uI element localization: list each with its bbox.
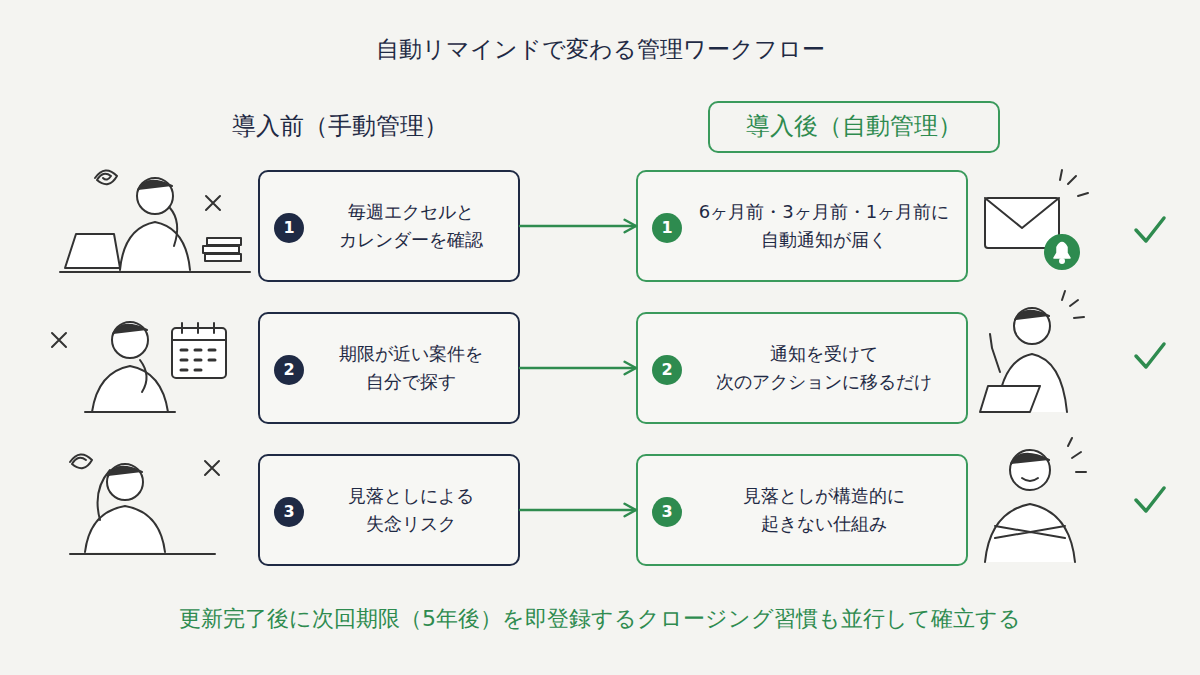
node-text: 2 xyxy=(661,358,672,383)
cross-mark xyxy=(205,461,219,475)
before-step-box: 毎週エクセルと カレンダーを確認 1 xyxy=(258,170,520,282)
node-text: 見落としによる 失念リスク xyxy=(316,482,506,538)
envelope-icon xyxy=(985,170,1088,248)
arrow-head xyxy=(625,504,636,516)
node-text: 導入後（自動管理） xyxy=(746,108,962,145)
arrow-line xyxy=(520,367,636,370)
node-text: 導入後（自動管理） xyxy=(746,108,962,145)
pointing-person xyxy=(980,291,1084,412)
node-text: 1 xyxy=(661,216,672,241)
node-text: 1 xyxy=(283,216,294,241)
tired-person xyxy=(60,170,250,272)
column-heading-box: 導入後（自動管理） xyxy=(708,101,1000,153)
node-text: 期限が近い案件を 自分で探す xyxy=(316,340,506,396)
node-text: 2 xyxy=(283,358,294,383)
worried-person xyxy=(70,454,215,554)
flow-arrow xyxy=(520,220,636,232)
node-text: 毎週エクセルと カレンダーを確認 xyxy=(316,198,506,254)
node-text: 2 xyxy=(661,358,672,383)
node-text: 通知を受けて 次のアクションに移るだけ xyxy=(694,340,954,396)
flow-arrow xyxy=(520,362,636,374)
after-step-box: 6ヶ月前・3ヶ月前・1ヶ月前に 自動通知が届く 1 xyxy=(636,170,968,282)
node-text: 毎週エクセルと カレンダーを確認 xyxy=(316,198,506,254)
cross-mark xyxy=(206,196,220,210)
node-text: 見落としが構造的に 起きない仕組み xyxy=(694,482,954,538)
node-text: 1 xyxy=(283,216,294,241)
node-text: 1 xyxy=(661,216,672,241)
flow-arrow xyxy=(520,504,636,516)
step-number: 1 xyxy=(652,213,682,243)
step-number: 1 xyxy=(274,213,304,243)
arrow-head xyxy=(625,220,636,232)
cross-mark xyxy=(52,333,66,347)
node-text: 3 xyxy=(283,500,294,525)
node-text: 3 xyxy=(661,500,672,525)
calendar-icon xyxy=(172,323,226,378)
node-text: 3 xyxy=(661,500,672,525)
arrow-head xyxy=(625,362,636,374)
step-number: 2 xyxy=(274,355,304,385)
node-text: 見落としが構造的に 起きない仕組み xyxy=(694,482,954,538)
node-text: 通知を受けて 次のアクションに移るだけ xyxy=(694,340,954,396)
after-step-box: 見落としが構造的に 起きない仕組み 3 xyxy=(636,454,968,566)
arrow-line xyxy=(520,509,636,512)
step-number: 2 xyxy=(652,355,682,385)
check-mark xyxy=(1136,344,1164,367)
node-text: 見落としによる 失念リスク xyxy=(316,482,506,538)
thinking-person xyxy=(85,322,175,412)
step-number: 3 xyxy=(274,497,304,527)
check-mark xyxy=(1136,218,1164,241)
node-text: 6ヶ月前・3ヶ月前・1ヶ月前に 自動通知が届く xyxy=(694,198,954,254)
node-text: 期限が近い案件を 自分で探す xyxy=(316,340,506,396)
column-heading: 導入前（手動管理） xyxy=(200,110,480,142)
diagram-title: 自動リマインドで変わる管理ワークフロー xyxy=(0,34,1200,65)
step-number: 3 xyxy=(652,497,682,527)
check-mark xyxy=(1136,488,1164,511)
bell-badge xyxy=(1045,235,1079,269)
node-text: 2 xyxy=(283,358,294,383)
node-text: 6ヶ月前・3ヶ月前・1ヶ月前に 自動通知が届く xyxy=(694,198,954,254)
caption-note: 更新完了後に次回期限（5年後）を即登録するクロージング習慣も並行して確立する xyxy=(0,604,1200,634)
before-step-box: 期限が近い案件を 自分で探す 2 xyxy=(258,312,520,424)
node-text: 3 xyxy=(283,500,294,525)
after-step-box: 通知を受けて 次のアクションに移るだけ 2 xyxy=(636,312,968,424)
arrow-line xyxy=(520,225,636,228)
before-step-box: 見落としによる 失念リスク 3 xyxy=(258,454,520,566)
confident-person xyxy=(985,438,1086,562)
